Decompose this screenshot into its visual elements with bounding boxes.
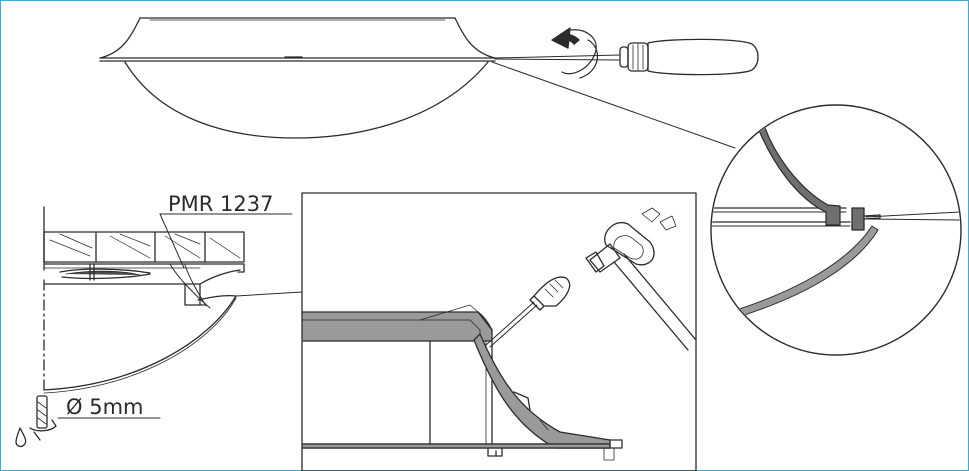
hammer-icon <box>585 207 697 351</box>
leader-line-circle <box>491 61 736 149</box>
drill-bit-icon <box>29 395 57 441</box>
drill-diameter-label: Ø 5mm <box>66 395 144 419</box>
small-screwdriver-icon <box>485 276 571 348</box>
zoom-detail-box <box>301 192 697 471</box>
part-number-label: PMR 1237 <box>168 192 274 216</box>
ceiling-lamp <box>99 17 496 139</box>
water-drop-icon <box>15 427 27 448</box>
detail-circle <box>710 104 962 356</box>
leader-line-pmr <box>159 213 185 269</box>
left-section <box>43 206 245 394</box>
rotation-arrow-icon <box>551 27 598 79</box>
screwdriver-icon <box>494 38 759 76</box>
leader-line-zoom <box>235 291 303 297</box>
